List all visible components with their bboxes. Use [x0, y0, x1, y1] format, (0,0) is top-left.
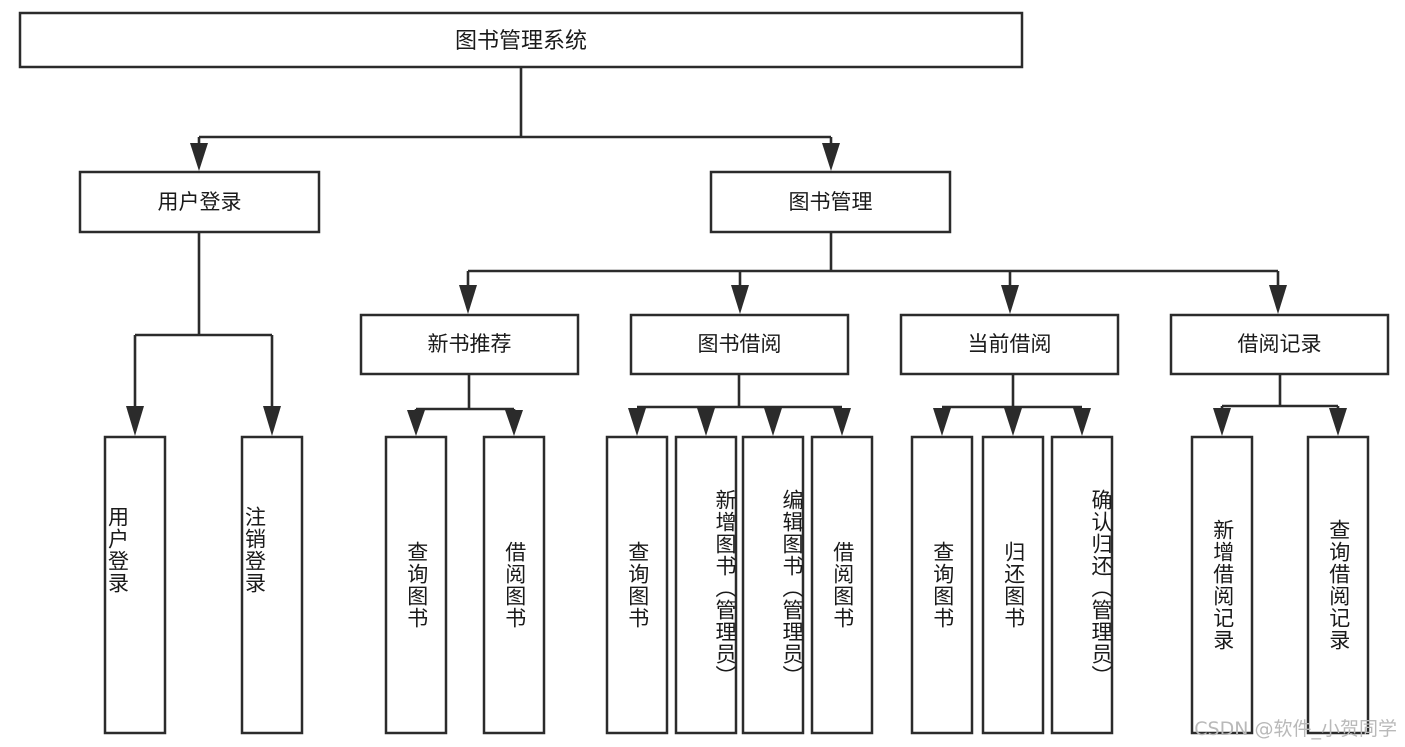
- node-book-borrow-box[interactable]: [629, 313, 850, 376]
- arrowhead-leaf-logout: [263, 406, 281, 436]
- node-user-login-box[interactable]: [78, 170, 321, 234]
- arrowhead-leaf-edit-book: [764, 408, 782, 436]
- arrowhead-leaf-confirm-return: [1073, 408, 1091, 436]
- node-book-borrow[interactable]: 图书借阅: [629, 313, 850, 376]
- node-current-borrow-box[interactable]: [899, 313, 1120, 376]
- node-borrow-records-box[interactable]: [1169, 313, 1390, 376]
- leaf-box-edit-book[interactable]: [741, 435, 805, 735]
- node-root-label: 图书管理系统: [455, 29, 587, 54]
- node-new-book-recommend[interactable]: 新书推荐: [359, 313, 580, 376]
- node-root-box[interactable]: [18, 11, 1024, 69]
- arrowhead-leaf-add-record: [1213, 408, 1231, 436]
- node-book-manage-label: 图书管理: [789, 190, 873, 214]
- node-borrow-records[interactable]: 借阅记录: [1169, 313, 1390, 376]
- leaf-box-add-record[interactable]: [1190, 435, 1254, 735]
- arrowhead-book-manage: [822, 143, 840, 171]
- node-book-manage-box[interactable]: [709, 170, 952, 234]
- arrowhead-leaf-add-book: [697, 408, 715, 436]
- leaf-box-query-book-3[interactable]: [910, 435, 974, 735]
- arrowhead-current-borrow: [1001, 285, 1019, 314]
- csdn-watermark: CSDN @软件_小贺同学: [1194, 718, 1397, 740]
- node-new-book-recommend-label: 新书推荐: [428, 332, 512, 356]
- leaf-box-layer: [103, 435, 1370, 735]
- node-user-login-label: 用户登录: [158, 190, 242, 214]
- leaf-box-query-book-2[interactable]: [605, 435, 669, 735]
- leaf-box-return-book[interactable]: [981, 435, 1045, 735]
- leaf-box-borrow-book-2[interactable]: [810, 435, 874, 735]
- leaf-box-user-login[interactable]: [103, 435, 167, 735]
- arrowhead-new-book-recommend: [459, 285, 477, 314]
- arrowhead-leaf-query-book-3: [933, 408, 951, 436]
- arrowhead-leaf-query-book-2: [628, 408, 646, 436]
- node-new-book-recommend-box[interactable]: [359, 313, 580, 376]
- leaf-box-query-record[interactable]: [1306, 435, 1370, 735]
- node-current-borrow[interactable]: 当前借阅: [899, 313, 1120, 376]
- arrowhead-borrow-records: [1269, 285, 1287, 314]
- arrowhead-book-borrow: [731, 285, 749, 314]
- node-root[interactable]: 图书管理系统: [18, 11, 1024, 69]
- node-user-login[interactable]: 用户登录: [78, 170, 321, 234]
- leaf-box-confirm-return[interactable]: [1050, 435, 1114, 735]
- arrowhead-leaf-query-record: [1329, 408, 1347, 436]
- leaf-box-query-book-1[interactable]: [384, 435, 448, 735]
- leaf-box-add-book[interactable]: [674, 435, 738, 735]
- node-book-manage[interactable]: 图书管理: [709, 170, 952, 234]
- arrowhead-leaf-return-book: [1004, 408, 1022, 436]
- leaf-box-logout[interactable]: [240, 435, 304, 735]
- arrowhead-user-login: [190, 143, 208, 171]
- node-borrow-records-label: 借阅记录: [1238, 332, 1322, 356]
- node-current-borrow-label: 当前借阅: [968, 332, 1052, 356]
- connector-layer: [126, 67, 1347, 436]
- arrowhead-leaf-user-login: [126, 406, 144, 436]
- arrowhead-leaf-query-book-1: [407, 410, 425, 436]
- arrowhead-leaf-borrow-book-2: [833, 408, 851, 436]
- leaf-box-borrow-book-1[interactable]: [482, 435, 546, 735]
- arrowhead-leaf-borrow-book-1: [505, 410, 523, 436]
- node-book-borrow-label: 图书借阅: [698, 332, 782, 356]
